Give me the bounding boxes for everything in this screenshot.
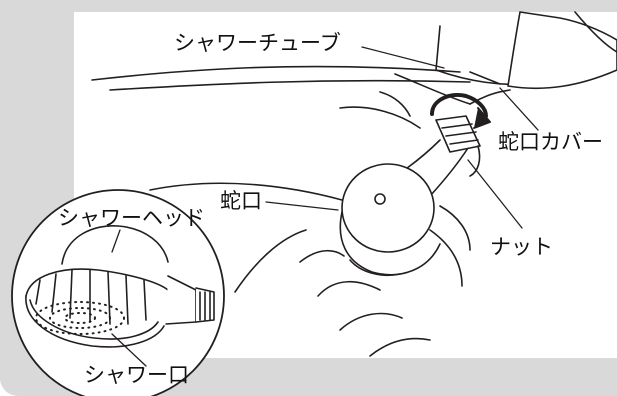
label-shower-tube: シャワーチューブ [174, 31, 341, 55]
faucet-cover-drawing [435, 11, 617, 90]
label-shower-head: シャワーヘッド [58, 206, 205, 230]
label-faucet-cover: 蛇口カバー [498, 130, 603, 154]
label-shower-outlet: シャワー口 [84, 363, 189, 387]
shower-tube-drawing [91, 65, 471, 91]
label-faucet: 蛇口 [220, 189, 262, 213]
label-nut: ナット [490, 235, 553, 259]
rotation-arrow [430, 93, 491, 129]
zoom-circle [11, 189, 225, 396]
upper-hand-drawing [339, 73, 511, 129]
leader-lines [265, 46, 539, 229]
nut-drawing [435, 115, 481, 177]
faucet-head-drawing [339, 163, 441, 276]
lower-hand-drawing [149, 182, 471, 357]
